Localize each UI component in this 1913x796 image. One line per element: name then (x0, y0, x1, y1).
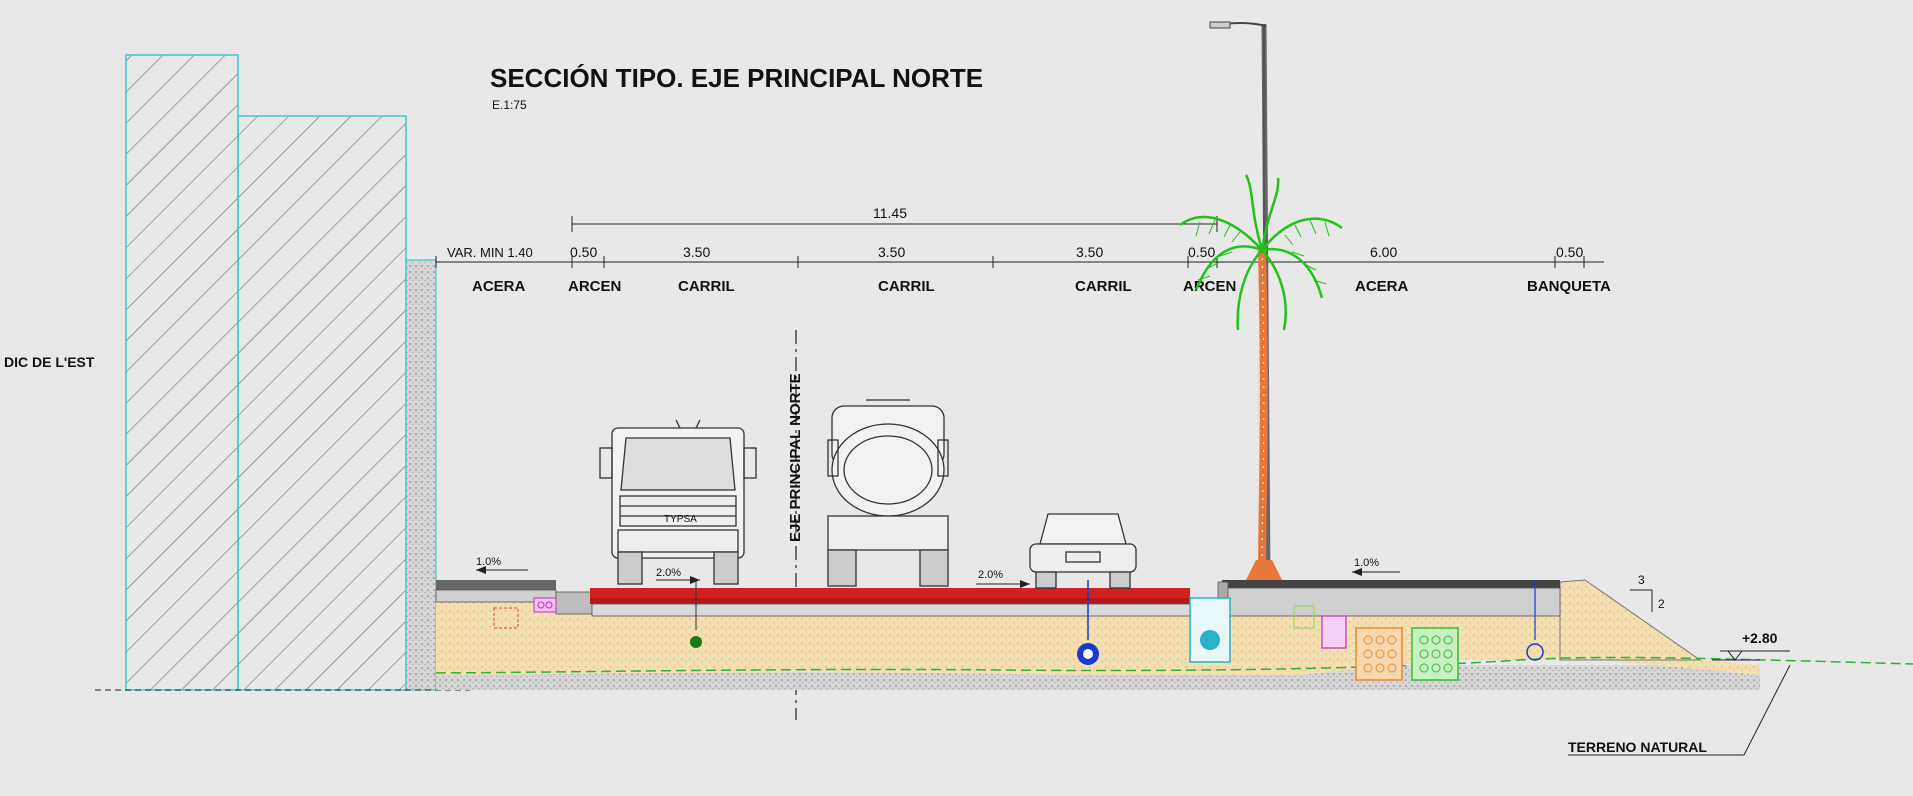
terrain-label: TERRENO NATURAL (1568, 739, 1707, 755)
axis-label: EJE PRINCIPAL NORTE (787, 373, 804, 542)
zone-labels: ACERA ARCEN CARRIL CARRIL CARRIL ARCEN A… (472, 278, 1611, 295)
svg-text:6.00: 6.00 (1370, 244, 1397, 260)
gas-conduit-icon (533, 597, 557, 613)
svg-text:ACERA: ACERA (472, 278, 526, 295)
svg-text:0.50: 0.50 (570, 244, 597, 260)
svg-text:3: 3 (1638, 573, 1645, 587)
pavement (590, 588, 1191, 617)
svg-text:1.0%: 1.0% (476, 556, 501, 568)
svg-text:0.50: 0.50 (1556, 244, 1583, 260)
dimension-chain: VAR. MIN 1.40 0.50 3.50 3.50 3.50 0.50 6… (435, 244, 1604, 268)
tanker-truck-icon (827, 399, 949, 587)
svg-text:CARRIL: CARRIL (1075, 278, 1132, 295)
svg-text:CARRIL: CARRIL (678, 278, 735, 295)
building-label: DIC DE L'EST (4, 354, 95, 370)
slope-ratio (1630, 589, 1653, 612)
car-icon (1029, 513, 1137, 589)
truck-icon (599, 419, 757, 585)
svg-text:2.0%: 2.0% (656, 567, 681, 579)
electric-box-icon (493, 607, 519, 629)
svg-text:11.45: 11.45 (873, 205, 907, 221)
terrain-line (435, 656, 1913, 674)
lighting-conduit-icon (1293, 605, 1315, 629)
irrigation-pipe-icon (1526, 643, 1544, 661)
telecom-small-icon (1321, 615, 1347, 649)
building-block (125, 54, 437, 691)
svg-text:ACERA: ACERA (1355, 278, 1409, 295)
svg-text:0.50: 0.50 (1188, 244, 1215, 260)
utilities (493, 580, 1544, 681)
right-sidewalk (1217, 580, 1561, 617)
svg-text:3.50: 3.50 (1076, 244, 1103, 260)
svg-text:ARCEN: ARCEN (1183, 278, 1236, 295)
terrain-leader (1568, 664, 1791, 756)
svg-text:3.50: 3.50 (683, 244, 710, 260)
svg-text:2.0%: 2.0% (978, 569, 1003, 581)
var-min-dim: VAR. MIN 1.40 (447, 245, 533, 260)
svg-text:1.0%: 1.0% (1354, 557, 1379, 569)
svg-text:3.50: 3.50 (878, 244, 905, 260)
svg-text:2: 2 (1658, 597, 1665, 611)
elevation-marker (1712, 650, 1790, 661)
palm-tree-icon (1179, 174, 1343, 581)
truck-plate: TYPSA (664, 514, 697, 525)
svg-text:ARCEN: ARCEN (568, 278, 621, 295)
left-sidewalk (435, 580, 593, 615)
slope-markers: 1.0% 2.0% 2.0% 1.0% (476, 556, 1400, 588)
drawing-title: SECCIÓN TIPO. EJE PRINCIPAL NORTE (490, 63, 983, 93)
drawing-scale: E.1:75 (492, 98, 527, 112)
total-dimension: 11.45 (571, 205, 1218, 232)
svg-text:CARRIL: CARRIL (878, 278, 935, 295)
drain-pipe-icon (690, 636, 702, 648)
svg-text:BANQUETA: BANQUETA (1527, 278, 1611, 295)
elevation-label: +2.80 (1742, 630, 1778, 646)
